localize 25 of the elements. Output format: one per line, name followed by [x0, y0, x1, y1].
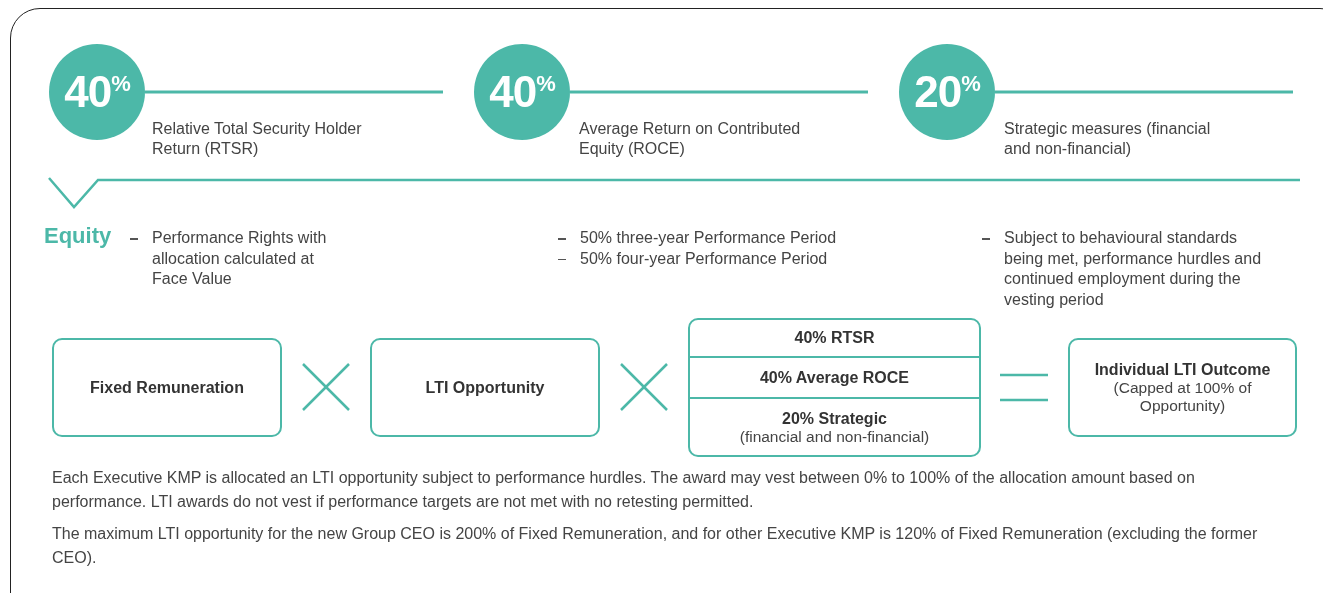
note-paragraph: Each Executive KMP is allocated an LTI opportunity subject to performance hurdles. The award may vest between 0% to 100% of the allocation amount based on performance. LTI awards do not vest if performance targets are not met with no retesting permitted.	[52, 468, 1196, 512]
bullet-text: Subject to behavioural standards being met, performance hurdles and continued employment during the vesting period	[1004, 228, 1263, 310]
row-note: (financial and non-financial)	[739, 427, 930, 446]
measure-description: Relative Total Security Holder Return (RTSR)	[152, 119, 363, 159]
formula-box	[52, 338, 282, 437]
measure-description: Strategic measures (financial and non-financial)	[1004, 119, 1212, 159]
formula-table	[688, 318, 981, 457]
row-title: 40% RTSR	[794, 328, 875, 348]
bullet-text: 50% three-year Performance Period	[580, 228, 838, 248]
formula-box	[1068, 338, 1297, 437]
bullet-text: Performance Rights with allocation calculated at Face Value	[152, 228, 328, 289]
box-note: (Capped at 100% of Opportunity)	[1112, 379, 1253, 415]
measure-description: Average Return on Contributed Equity (ROCE)	[579, 119, 802, 159]
percentage-circle: 20$^{%}$	[899, 44, 995, 140]
box-title: LTI Opportunity	[425, 378, 545, 397]
section-heading: Equity	[44, 223, 113, 249]
row-title: 20% Strategic	[782, 408, 887, 428]
box-title: Individual LTI Outcome	[1094, 360, 1271, 379]
note-paragraph: The maximum LTI opportunity for the new Group CEO is 200% of Fixed Remuneration, and for other Executive KMP is 120% of Fixed Remuneration (excluding the former CEO).	[52, 524, 1259, 568]
percentage-circle: 40$^{%}$	[474, 44, 570, 140]
row-title: 40% Average ROCE	[759, 368, 910, 388]
percentage-circle: 40$^{%}$	[49, 44, 145, 140]
formula-box	[370, 338, 600, 437]
bullet-text: 50% four-year Performance Period	[580, 248, 829, 269]
box-title: Fixed Remuneration	[90, 378, 244, 397]
